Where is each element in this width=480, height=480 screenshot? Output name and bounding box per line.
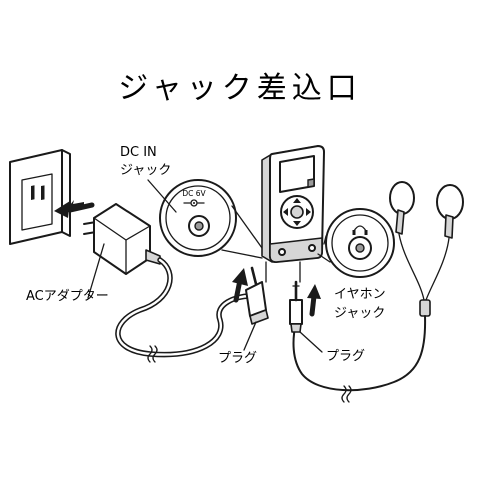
earphones-icon: [292, 181, 464, 403]
adapter-cable: [115, 257, 253, 363]
dc-6v-marking: DC 6V: [182, 189, 206, 198]
dc-jack-callout: DC 6V: [159, 179, 237, 257]
earphone-plug-icon: [289, 280, 303, 333]
headphone-symbol-icon: [352, 225, 368, 235]
ac-adapter-label: ACアダプター: [26, 289, 109, 304]
dc-plug-icon: [245, 266, 269, 325]
earphone-label: イヤホン: [334, 287, 386, 302]
up-arrow-icon: [307, 284, 321, 317]
diagram-title: ジャック差込口: [118, 71, 362, 106]
plug-right-label: プラグ: [326, 349, 365, 364]
wall-outlet-icon: [9, 149, 71, 245]
ac-adapter-icon: [83, 203, 161, 275]
earphone-jack-label: ジャック: [334, 306, 385, 321]
player-device-icon: [261, 145, 325, 263]
plug-left-label: プラグ: [218, 351, 257, 366]
up-arrow-icon: [232, 268, 248, 303]
dc-in-label: DC IN: [120, 145, 157, 160]
earphone-jack-callout: [325, 208, 395, 278]
dc-in-jack-label: ジャック: [120, 163, 171, 178]
right-arrow-icon: [54, 200, 95, 218]
